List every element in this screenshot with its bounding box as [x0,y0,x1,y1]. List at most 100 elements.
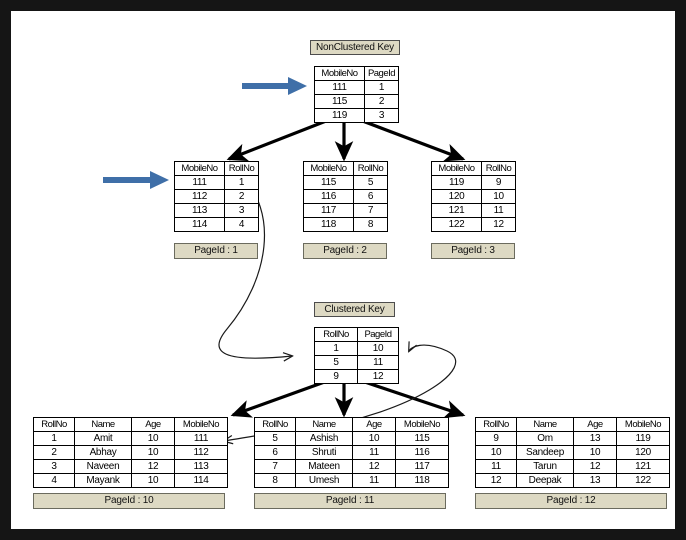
table-row: 121 11 [431,203,516,218]
table-row: 113 3 [174,203,259,218]
cell: 13 [573,431,617,446]
cell: Shruti [295,445,353,460]
table-row: 6 Shruti 11 116 [254,445,449,460]
nonclustered-leaf-table-3: MobileNo RollNo 119 9 120 10 121 11 [431,161,516,232]
table-header-row: RollNo Name Age MobileNo [33,417,228,432]
column-header: RollNo [33,417,75,432]
column-header: PageId [357,327,399,342]
table-row: 117 7 [303,203,388,218]
nonclustered-key-label: NonClustered Key [310,40,400,55]
cell: 6 [353,189,388,204]
page-id-bar-11: PageId : 11 [254,493,446,509]
table-row: 5 Ashish 10 115 [254,431,449,446]
cell: 4 [33,473,75,488]
column-header: RollNo [481,161,516,176]
clustered-leaf-table-12: RollNo Name Age MobileNo 9 Om 13 119 10 … [475,417,670,488]
cell: 111 [314,80,365,95]
cell: 8 [353,217,388,232]
cell: 10 [131,473,175,488]
cell: 120 [616,445,670,460]
column-header: Name [295,417,353,432]
cell: 115 [395,431,449,446]
diagram-canvas: NonClustered Key MobileNo PageId 111 1 1… [11,11,675,529]
table-row: 9 12 [314,369,399,384]
cell: 12 [573,459,617,474]
cell: 114 [174,217,225,232]
blue-arrow-icon-root [242,77,307,95]
cell: 1 [33,431,75,446]
column-header: Age [573,417,617,432]
nonclustered-leaf-table-1: MobileNo RollNo 111 1 112 2 113 3 [174,161,259,232]
column-header: Age [352,417,396,432]
cell: 122 [431,217,482,232]
cell: 115 [303,175,354,190]
column-header: MobileNo [174,417,228,432]
cell: 5 [314,355,358,370]
page-id-bar-10: PageId : 10 [33,493,225,509]
cell: 6 [254,445,296,460]
page-id-bar-3: PageId : 3 [431,243,515,259]
cell: Mayank [74,473,132,488]
cell: 3 [364,108,399,123]
table-row: 112 2 [174,189,259,204]
column-header: MobileNo [174,161,225,176]
cell: 1 [224,175,259,190]
table-header-row: RollNo Name Age MobileNo [475,417,670,432]
cell: 120 [431,189,482,204]
table-row: 9 Om 13 119 [475,431,670,446]
cell: Amit [74,431,132,446]
table-row: 4 Mayank 10 114 [33,473,228,488]
cell: 11 [352,445,396,460]
cell: 7 [254,459,296,474]
cell: 119 [616,431,670,446]
cell: 116 [395,445,449,460]
cell: 119 [314,108,365,123]
table-row: 119 9 [431,175,516,190]
cell: Mateen [295,459,353,474]
cell: Tarun [516,459,574,474]
cell: 2 [224,189,259,204]
column-header: MobileNo [314,66,365,81]
cell: 114 [174,473,228,488]
table-row: 3 Naveen 12 113 [33,459,228,474]
cell: 3 [224,203,259,218]
nonclustered-leaf-table-2: MobileNo RollNo 115 5 116 6 117 7 [303,161,388,232]
cell: 8 [254,473,296,488]
cell: 118 [395,473,449,488]
table-row: 8 Umesh 11 118 [254,473,449,488]
cell: 118 [303,217,354,232]
clustered-leaf-table-11: RollNo Name Age MobileNo 5 Ashish 10 115… [254,417,449,488]
cell: 119 [431,175,482,190]
column-header: PageId [364,66,399,81]
column-header: Age [131,417,175,432]
cell: 3 [33,459,75,474]
cell: 1 [314,341,358,356]
table-header-row: RollNo Name Age MobileNo [254,417,449,432]
cell: 11 [481,203,516,218]
cell: 121 [431,203,482,218]
blue-arrow-icon-leaf [103,171,169,189]
table-header-row: MobileNo PageId [314,66,399,81]
cell: 13 [573,473,617,488]
column-header: Name [516,417,574,432]
cell: 113 [174,203,225,218]
cell: 116 [303,189,354,204]
table-row: 11 Tarun 12 121 [475,459,670,474]
table-row: 115 5 [303,175,388,190]
blue-arrow-root [242,77,307,95]
table-header-row: MobileNo RollNo [174,161,259,176]
column-header: Name [74,417,132,432]
table-row: 2 Abhay 10 112 [33,445,228,460]
cell: Om [516,431,574,446]
cell: Ashish [295,431,353,446]
column-header: MobileNo [616,417,670,432]
cell: 10 [131,431,175,446]
cell: 117 [303,203,354,218]
table-row: 120 10 [431,189,516,204]
page-id-bar-1: PageId : 1 [174,243,258,259]
cell: 111 [174,175,225,190]
table-row: 10 Sandeep 10 120 [475,445,670,460]
blue-arrow-leaf [103,171,169,189]
cell: 10 [573,445,617,460]
cell: 121 [616,459,670,474]
